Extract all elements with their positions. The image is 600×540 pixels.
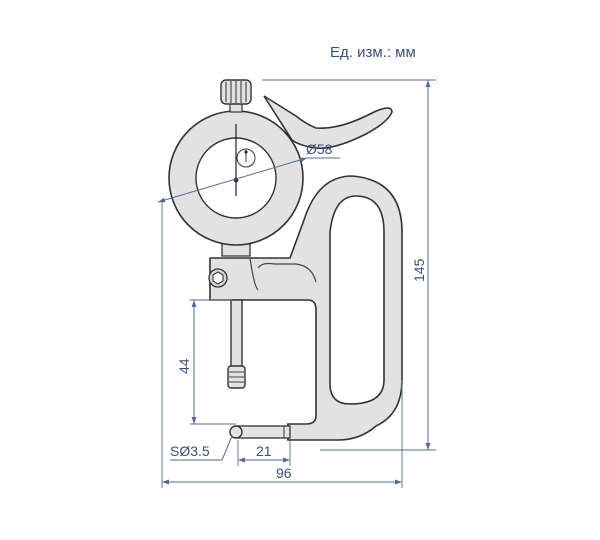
dim-total-width-label: 96 [276, 465, 292, 481]
dim-total-height: 145 [262, 79, 436, 451]
hex-screw-icon [208, 268, 228, 288]
dim-dial-diameter-label: Ø58 [306, 141, 333, 157]
dim-total-height-label: 145 [411, 258, 427, 282]
dim-anvil-ball-label: SØ3.5 [170, 443, 210, 459]
lifting-lever [263, 95, 393, 150]
units-label: Ед. изм.: мм [330, 44, 416, 61]
dial-indicator [168, 110, 304, 257]
dim-dial-diameter: Ø58 [157, 141, 340, 203]
dim-anvil-offset-label: 21 [256, 443, 272, 459]
knurled-knob-icon [220, 79, 252, 113]
dim-opening-depth: 44 [176, 299, 236, 425]
dim-anvil-ball: SØ3.5 [170, 435, 233, 461]
dim-anvil-offset: 21 [237, 440, 291, 466]
dim-total-width: 96 [161, 200, 403, 488]
anvil [229, 425, 291, 439]
gauge-frame [209, 175, 403, 441]
dim-opening-depth-label: 44 [176, 358, 192, 374]
spindle [227, 299, 246, 389]
